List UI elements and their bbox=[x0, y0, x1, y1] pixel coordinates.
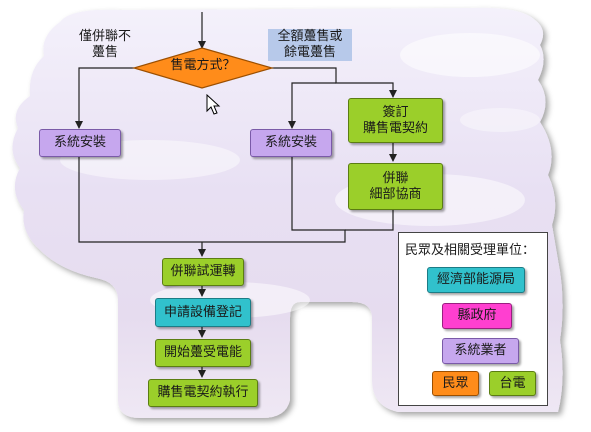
start-power-sale-box: 開始躉受電能 bbox=[155, 339, 251, 367]
sign-contract-box: 簽訂 購售電契約 bbox=[348, 98, 443, 143]
legend-taipower: 台電 bbox=[489, 371, 536, 396]
equipment-registration-box: 申請設備登記 bbox=[155, 298, 251, 327]
mouse-pointer-icon bbox=[206, 94, 221, 115]
legend-county-government: 縣政府 bbox=[442, 303, 512, 329]
right-system-install-box: 系統安裝 bbox=[250, 129, 332, 157]
legend-public: 民眾 bbox=[432, 371, 479, 396]
decision-diamond bbox=[131, 47, 275, 89]
contract-execution-box: 購售電契約執行 bbox=[148, 379, 258, 407]
legend-title: 民眾及相關受理單位： bbox=[405, 243, 536, 258]
trial-run-box: 併聯試運轉 bbox=[162, 258, 244, 286]
legend-panel: 民眾及相關受理單位： 經濟部能源局 縣政府 系統業者 民眾 台電 bbox=[398, 232, 548, 406]
grid-negotiation-box: 併聯 細部協商 bbox=[348, 163, 443, 210]
decision-label: 售電方式？ bbox=[170, 58, 236, 73]
branch-label-feed-in: 全額躉售或 餘電躉售 bbox=[268, 29, 352, 61]
branch-label-grid-only: 僅併聯不 躉售 bbox=[78, 29, 131, 60]
legend-system-vendor: 系統業者 bbox=[442, 338, 519, 364]
legend-energy-bureau: 經濟部能源局 bbox=[427, 267, 525, 293]
left-system-install-box: 系統安裝 bbox=[39, 129, 121, 157]
